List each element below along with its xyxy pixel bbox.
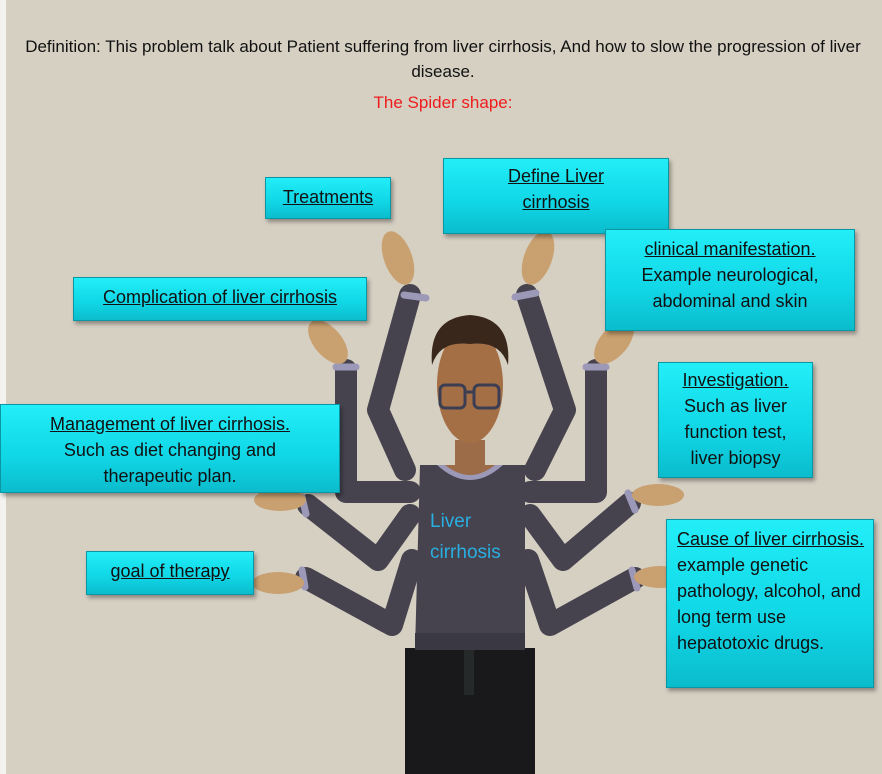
- box-cause: Cause of liver cirrhosis. example geneti…: [666, 519, 874, 688]
- arm: [295, 549, 423, 636]
- box-clinical: clinical manifestation. Example neurolog…: [605, 229, 855, 331]
- box-define: Define Liver cirrhosis: [443, 158, 669, 234]
- arm: [517, 549, 646, 636]
- subtitle: The Spider shape:: [373, 93, 513, 112]
- box-treatments: Treatments: [265, 177, 391, 219]
- box-goal: goal of therapy: [86, 551, 254, 595]
- arm: [519, 359, 607, 503]
- box-management: Management of liver cirrhosis. Such as d…: [0, 404, 340, 493]
- box-complication: Complication of liver cirrhosis: [73, 277, 367, 321]
- definition-text: Definition: This problem talk about Pati…: [25, 37, 861, 81]
- hair: [431, 315, 509, 365]
- arm: [297, 494, 421, 571]
- box-investigation: Investigation. Such as liver function te…: [658, 362, 813, 478]
- arm: [519, 492, 641, 571]
- arm: [367, 284, 421, 481]
- arm: [335, 359, 421, 503]
- torso: [415, 465, 525, 650]
- arm: [516, 284, 576, 481]
- shirt-label: Liver cirrhosis: [430, 511, 501, 563]
- head: [437, 327, 503, 443]
- slide-edge: [0, 0, 6, 774]
